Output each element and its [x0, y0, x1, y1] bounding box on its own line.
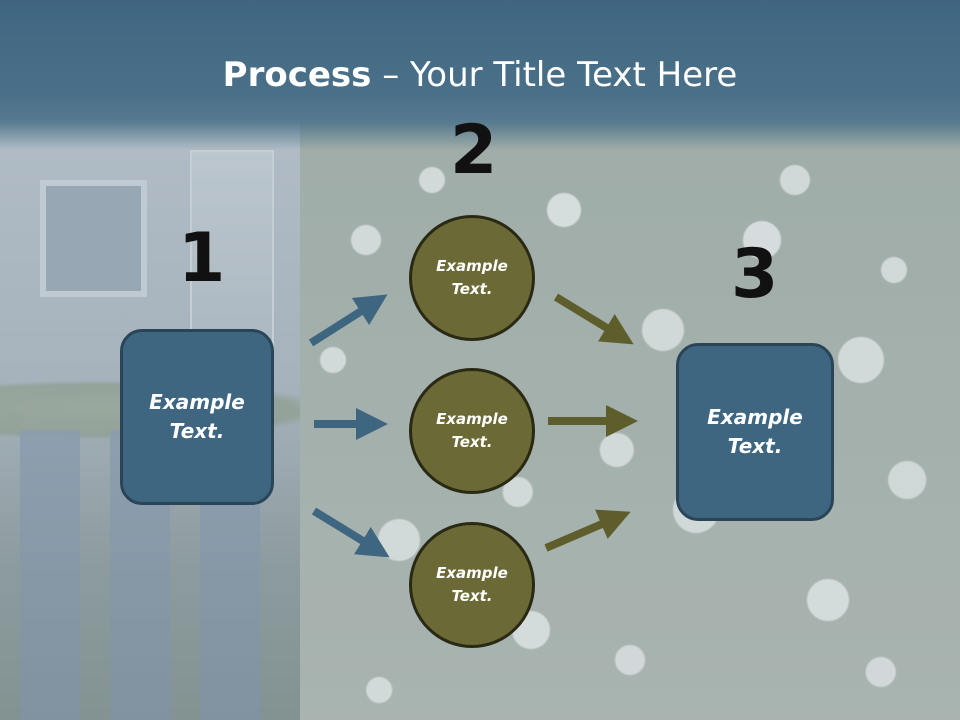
- process-circle-2[interactable]: Example Text.: [409, 368, 535, 494]
- title-separator: –: [371, 55, 411, 95]
- arrow-from-circle-1: [553, 293, 634, 345]
- right-process-box[interactable]: Example Text.: [676, 343, 834, 521]
- slide-title[interactable]: Process – Your Title Text Here: [0, 54, 960, 96]
- house-window: [40, 180, 147, 297]
- circle-3-text: Example Text.: [436, 564, 508, 605]
- arrow-from-circle-3: [544, 509, 631, 552]
- process-circle-3[interactable]: Example Text.: [409, 522, 535, 648]
- left-process-box[interactable]: Example Text.: [120, 329, 274, 505]
- step-number-3[interactable]: 3: [731, 235, 779, 314]
- step-number-1[interactable]: 1: [178, 219, 226, 298]
- circle-1-text: Example Text.: [436, 257, 508, 298]
- circle-2-text: Example Text.: [436, 410, 508, 451]
- arrow-to-circle-3: [311, 507, 390, 558]
- right-box-text: Example Text.: [707, 405, 803, 458]
- step-number-2[interactable]: 2: [450, 111, 498, 190]
- title-band: [0, 0, 960, 150]
- left-box-text: Example Text.: [149, 390, 245, 443]
- title-rest: Your Title Text Here: [410, 55, 738, 95]
- arrow-to-circle-1: [308, 294, 388, 347]
- process-circle-1[interactable]: Example Text.: [409, 215, 535, 341]
- title-bold-part: Process: [222, 55, 372, 95]
